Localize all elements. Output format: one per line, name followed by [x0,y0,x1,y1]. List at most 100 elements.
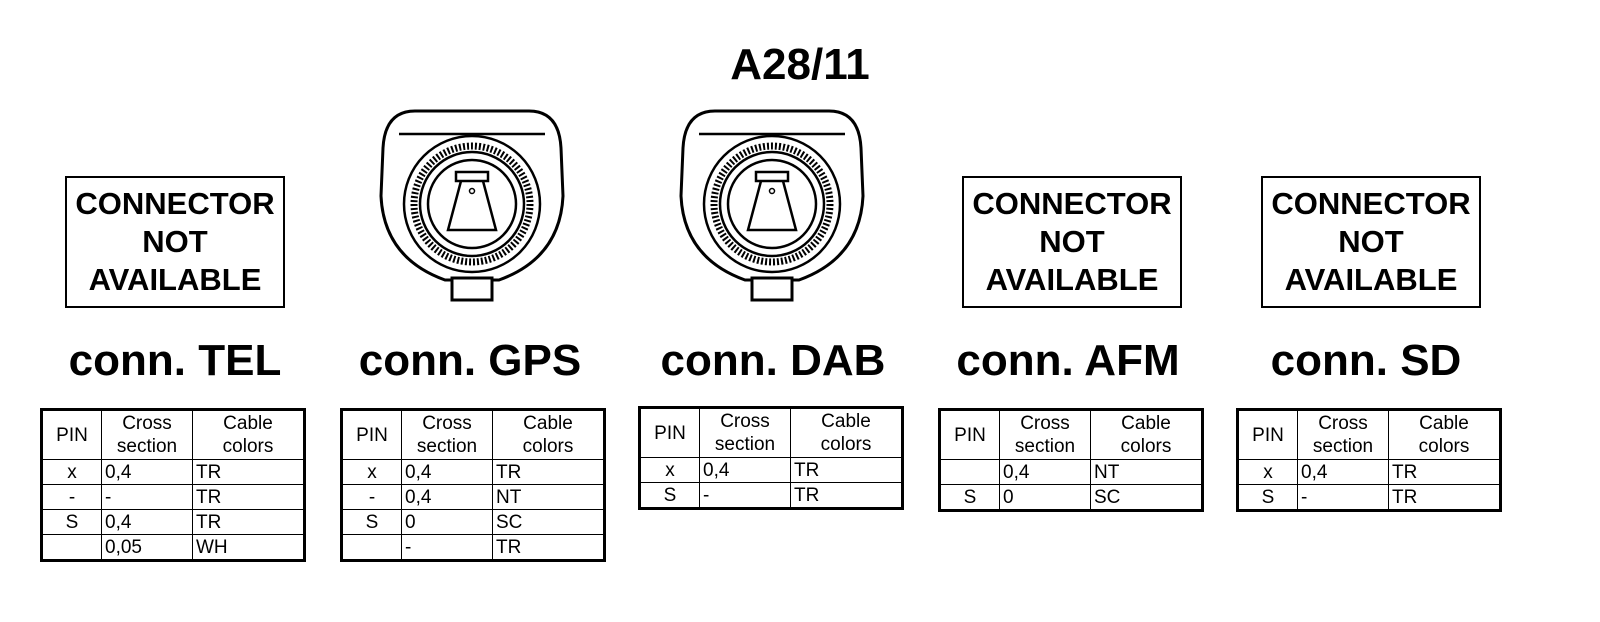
na-line: NOT [1338,224,1404,259]
cable-color-cell: TR [492,459,605,485]
connector-label-sd: conn. SD [1270,336,1462,385]
header-colors-line1: Cable [821,411,871,432]
cross-section-cell: 0 [401,509,493,535]
header-cross-line1: Cross [1318,413,1368,434]
connector-not-available-box: CONNECTOR NOT AVAILABLE [65,176,285,308]
na-line: AVAILABLE [88,262,262,297]
na-line: AVAILABLE [1284,262,1458,297]
cable-color-cell: TR [192,484,305,510]
pin-cell [41,534,102,561]
cable-color-cell: TR [1388,459,1501,485]
header-colors-line2: colors [1418,436,1470,457]
cross-section-cell: 0,4 [101,459,193,485]
cable-color-cell: SC [492,509,605,535]
cross-section-cell: - [401,534,493,561]
cross-section-cell: 0,4 [401,459,493,485]
header-pin-text: PIN [654,422,686,444]
na-line: CONNECTOR [75,186,275,221]
header-pin: PIN [341,409,402,460]
header-cross-line2: section [116,436,178,457]
pin-cell [939,459,1000,485]
cross-section-cell: 0,4 [101,509,193,535]
pin-cell: x [639,457,700,483]
header-cross-line2: section [1312,436,1374,457]
pin-cell: x [341,459,402,485]
header-cross-line1: Cross [1020,413,1070,434]
cross-section-cell: - [101,484,193,510]
cross-section-cell: 0,4 [1297,459,1389,485]
connector-label-dab: conn. DAB [660,336,886,385]
header-colors-line1: Cable [1121,413,1171,434]
pin-cell [341,534,402,561]
pin-cell: S [1237,484,1298,511]
table-row: -TR [341,534,605,561]
pin-cell: S [939,484,1000,511]
header-cross-line2: section [1014,436,1076,457]
table-row: --TR [41,484,305,510]
diagram-title: A28/11 [730,40,870,89]
header-colors-line2: colors [820,434,872,455]
cable-color-cell: TR [790,482,903,509]
header-pin: PIN [41,409,102,460]
header-pin: PIN [939,409,1000,460]
pin-cell: x [1237,459,1298,485]
header-cross-line1: Cross [422,413,472,434]
cross-section-cell: - [699,482,791,509]
header-pin: PIN [1237,409,1298,460]
header-pin-text: PIN [1252,424,1284,446]
cable-color-cell: TR [790,457,903,483]
table-row: S-TR [639,482,903,509]
header-cross-line1: Cross [122,413,172,434]
gps-connector-drawing [379,109,565,302]
cable-color-cell: NT [492,484,605,510]
cable-color-cell: TR [192,509,305,535]
na-line: AVAILABLE [985,262,1159,297]
na-line: CONNECTOR [972,186,1172,221]
header-cross-line2: section [714,434,776,455]
header-cross-line2: section [416,436,478,457]
cross-section-cell: 0,4 [999,459,1091,485]
header-colors-line1: Cable [223,413,273,434]
cable-color-cell: TR [192,459,305,485]
header-cross-line1: Cross [720,411,770,432]
na-line: CONNECTOR [1271,186,1471,221]
connector-not-available-box: CONNECTOR NOT AVAILABLE [1261,176,1481,308]
header-pin: PIN [639,407,700,458]
header-colors-line1: Cable [1419,413,1469,434]
pin-cell: - [341,484,402,510]
cross-section-cell: 0 [999,484,1091,511]
cross-section-cell: 0,4 [699,457,791,483]
cable-color-cell: TR [492,534,605,561]
pin-cell: - [41,484,102,510]
header-colors-line2: colors [1120,436,1172,457]
na-line: NOT [1039,224,1105,259]
pin-cell: S [639,482,700,509]
